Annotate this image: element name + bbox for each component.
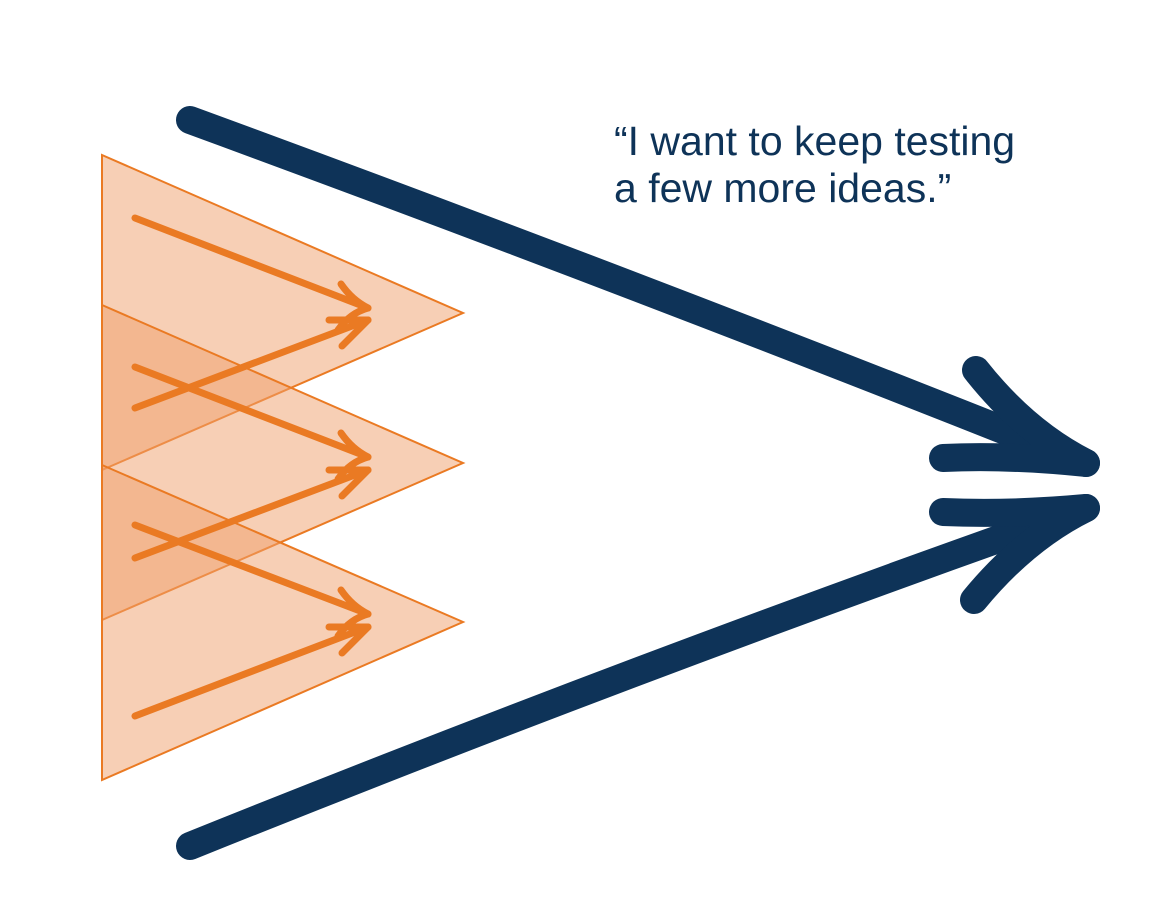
converging-arrows-icon xyxy=(176,106,1100,860)
idea-triangles xyxy=(101,153,466,782)
bottom-navy-arrow-line xyxy=(176,494,1100,860)
test-arrow-up-head xyxy=(325,623,372,657)
test-arrow-up-line xyxy=(131,316,372,412)
quote-text: “I want to keep testing a few more ideas… xyxy=(614,118,1015,212)
bottom-navy-arrow-head xyxy=(929,494,1100,614)
test-arrow-down-line xyxy=(131,214,372,312)
test-arrow-down-line xyxy=(131,363,372,461)
test-arrow-group-bottom xyxy=(131,521,372,720)
test-arrow-up-head xyxy=(325,316,372,350)
test-arrow-group-top xyxy=(131,214,372,412)
test-arrows xyxy=(131,214,372,720)
test-arrow-up-head xyxy=(325,466,372,500)
top-navy-arrow-line xyxy=(176,106,1100,477)
quote-line-1: “I want to keep testing xyxy=(614,118,1016,164)
test-arrow-up-line xyxy=(131,623,372,720)
top-navy-arrow-head xyxy=(929,356,1100,477)
quote-line-2: a few more ideas.” xyxy=(614,165,952,211)
test-arrow-down-line xyxy=(131,521,372,618)
